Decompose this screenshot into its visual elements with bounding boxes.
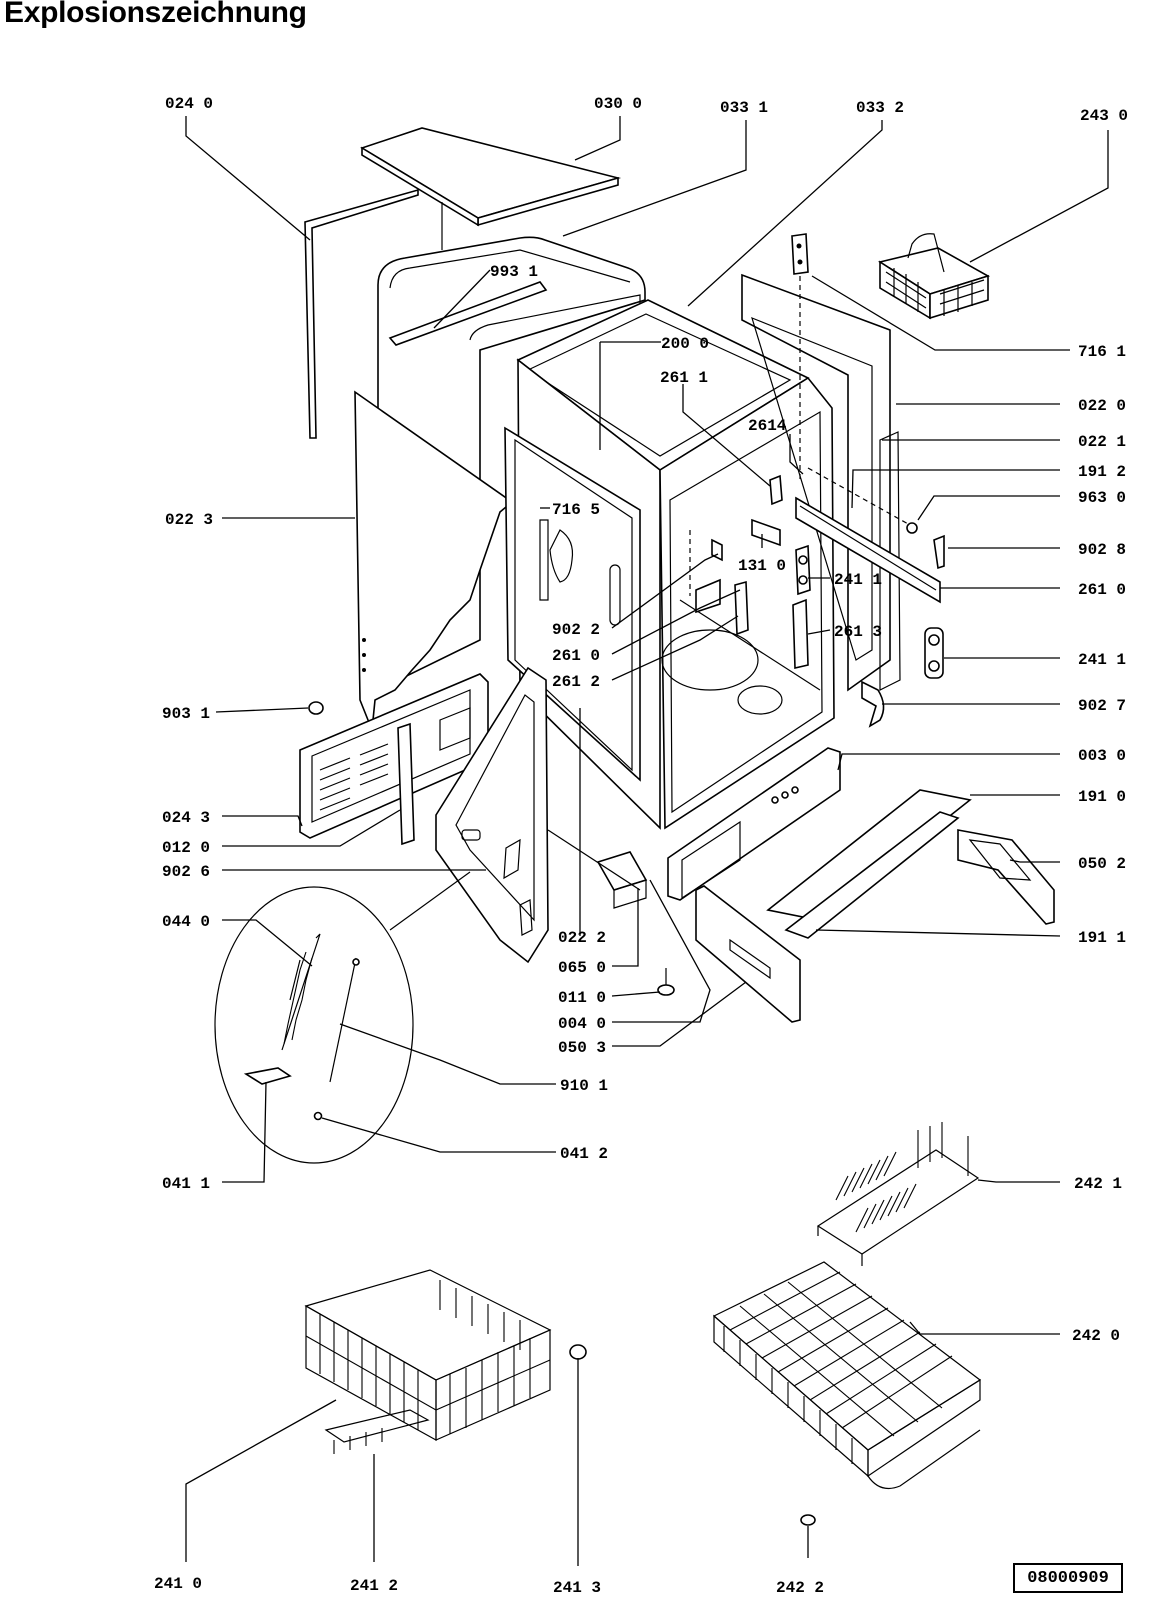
callout-2411-a: 241 1 <box>834 571 882 589</box>
callout-9026: 902 6 <box>162 863 210 881</box>
side-frame-drawing <box>435 666 549 964</box>
callout-0503: 050 3 <box>558 1039 606 1057</box>
lower-basket-drawing <box>712 1261 982 1526</box>
callout-0412: 041 2 <box>560 1145 608 1163</box>
callout-9031: 903 1 <box>162 705 210 723</box>
callout-9028: 902 8 <box>1078 541 1126 559</box>
callout-0502: 050 2 <box>1078 855 1126 873</box>
callout-0221: 022 1 <box>1078 433 1126 451</box>
leader-lines <box>185 116 1109 1566</box>
detail-ellipse-drawing <box>214 871 471 1164</box>
rear-side-panel-drawing <box>304 188 443 439</box>
callout-9022: 902 2 <box>552 621 600 639</box>
page-title: Explosionszeichnung <box>4 0 307 29</box>
callout-0243: 024 3 <box>162 809 210 827</box>
callout-1910: 191 0 <box>1078 788 1126 806</box>
callout-1310: 131 0 <box>738 557 786 575</box>
callout-0440: 044 0 <box>162 913 210 931</box>
base-assembly-drawing <box>547 747 841 1023</box>
callout-2410: 241 0 <box>154 1575 202 1593</box>
callout-0650: 065 0 <box>558 959 606 977</box>
control-panel-drawing <box>299 673 489 846</box>
callout-0220: 022 0 <box>1078 397 1126 415</box>
callout-2611: 261 1 <box>660 369 708 387</box>
callout-2420: 242 0 <box>1072 1327 1120 1345</box>
callout-9931: 993 1 <box>490 263 538 281</box>
callout-0030: 003 0 <box>1078 747 1126 765</box>
callout-1911: 191 1 <box>1078 929 1126 947</box>
cutlery-basket-drawing <box>877 233 991 320</box>
callout-0223: 022 3 <box>165 511 213 529</box>
lower-rail-drawing <box>766 789 1055 939</box>
top-plate-drawing <box>360 127 622 227</box>
callout-2610-b: 261 0 <box>1078 581 1126 599</box>
callout-9630: 963 0 <box>1078 489 1126 507</box>
callout-1912: 191 2 <box>1078 463 1126 481</box>
callout-9101: 910 1 <box>560 1077 608 1095</box>
callout-7161: 716 1 <box>1078 343 1126 361</box>
callout-0411: 041 1 <box>162 1175 210 1193</box>
callout-2000: 200 0 <box>661 335 709 353</box>
door-frame-panel-drawing <box>504 426 641 782</box>
callout-2411-b: 241 1 <box>1078 651 1126 669</box>
callout-labels: 024 0 030 0 033 1 033 2 243 0 993 1 716 … <box>154 95 1128 1597</box>
callout-0040: 004 0 <box>558 1015 606 1033</box>
callout-0110: 011 0 <box>558 989 606 1007</box>
foot-cap-drawing <box>308 701 324 715</box>
callout-2430: 243 0 <box>1080 107 1128 125</box>
cup-rack-drawing <box>816 1122 980 1266</box>
callout-2412: 241 2 <box>350 1577 398 1595</box>
hinge-bracket-drawing <box>791 233 911 526</box>
right-door-frame-drawing <box>741 273 901 692</box>
callout-2421: 242 1 <box>1074 1175 1122 1193</box>
callout-9027: 902 7 <box>1078 697 1126 715</box>
callout-0331: 033 1 <box>720 99 768 117</box>
hinge-hardware-drawing <box>689 474 811 669</box>
upper-rail-drawing <box>795 496 941 604</box>
callout-0120: 012 0 <box>162 839 210 857</box>
small-fasteners-drawing <box>861 522 945 728</box>
callout-2610-a: 261 0 <box>552 647 600 665</box>
callout-2413: 241 3 <box>553 1579 601 1597</box>
callout-0332: 033 2 <box>856 99 904 117</box>
upper-basket-drawing <box>304 1269 587 1454</box>
callout-0240: 024 0 <box>165 95 213 113</box>
document-number: 08000909 <box>1013 1563 1123 1593</box>
callout-2422: 242 2 <box>776 1579 824 1597</box>
callout-2612: 261 2 <box>552 673 600 691</box>
callout-7165: 716 5 <box>552 501 600 519</box>
callout-0222: 022 2 <box>558 929 606 947</box>
callout-0300: 030 0 <box>594 95 642 113</box>
callout-2614: 2614 <box>748 417 787 435</box>
callout-2613: 261 3 <box>834 623 882 641</box>
